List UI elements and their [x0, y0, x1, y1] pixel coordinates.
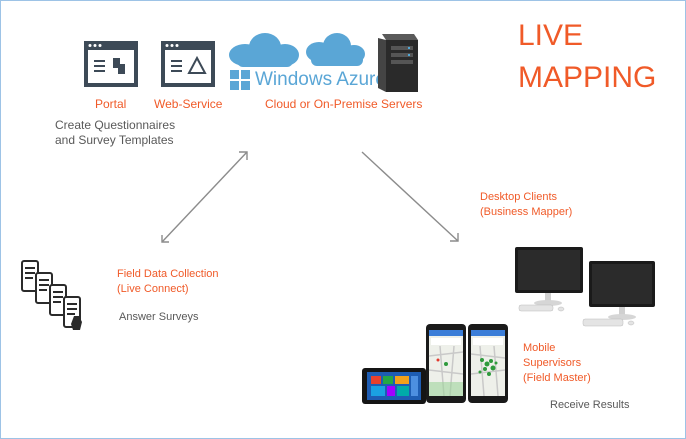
- desktop-clients-line-1: Desktop Clients: [480, 191, 558, 203]
- azure-logo-text: Windows Azure: [255, 69, 386, 90]
- mobile-devices-icon: [19, 258, 85, 334]
- arrow-cloud-to-desktop: [361, 151, 459, 242]
- server-icon: [376, 32, 420, 94]
- desktop-monitors-image: [509, 243, 659, 333]
- portal-window-icon: [84, 41, 138, 87]
- title-line-2: MAPPING: [518, 61, 657, 94]
- create-text-line-2: and Survey Templates: [55, 133, 174, 147]
- receive-results-text: Receive Results: [550, 399, 630, 411]
- webservice-window-icon: [161, 41, 215, 87]
- tablet-image: [362, 368, 426, 404]
- mobile-supervisors-line-3: (Field Master): [523, 372, 591, 384]
- cloud-icon: [227, 29, 367, 69]
- field-data-line-1: Field Data Collection: [117, 268, 219, 280]
- webservice-label: Web-Service: [154, 97, 223, 111]
- create-text-line-1: Create Questionnaires: [55, 118, 176, 132]
- arrow-field-to-cloud: [161, 151, 248, 243]
- phone-map-image-2: [468, 324, 508, 403]
- title-line-1: LIVE: [518, 19, 584, 52]
- cloud-servers-label: Cloud or On-Premise Servers: [265, 97, 423, 111]
- windows-logo-icon: [230, 70, 250, 90]
- phone-map-image-1: [426, 324, 466, 403]
- field-data-line-2: (Live Connect): [117, 283, 189, 295]
- answer-surveys-text: Answer Surveys: [119, 311, 199, 323]
- desktop-clients-line-2: (Business Mapper): [480, 206, 573, 218]
- mobile-supervisors-line-2: Supervisors: [523, 357, 582, 369]
- mobile-supervisors-line-1: Mobile: [523, 342, 556, 354]
- portal-label: Portal: [95, 97, 127, 111]
